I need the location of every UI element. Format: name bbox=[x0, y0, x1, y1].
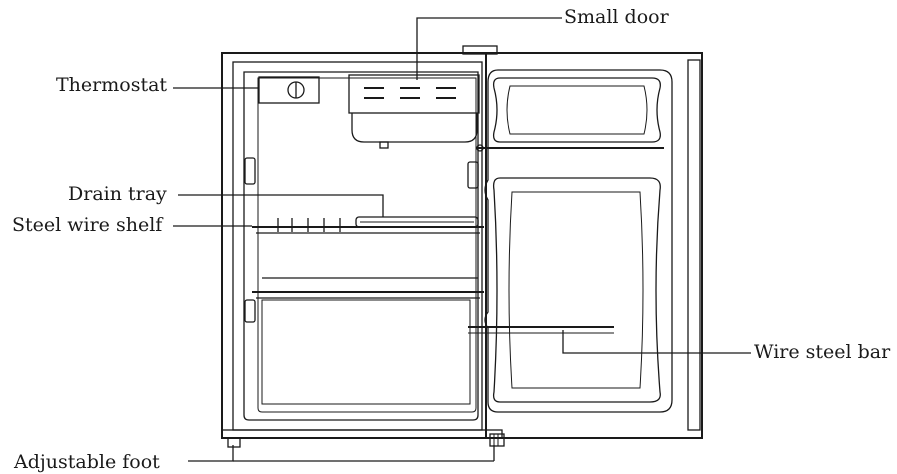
open-door bbox=[468, 52, 703, 439]
leader-lines bbox=[173, 17, 751, 462]
cabinet-body bbox=[221, 45, 503, 439]
wire-steel-bar-label: Wire steel bar bbox=[754, 341, 891, 363]
adjustable-foot bbox=[227, 433, 505, 448]
steel-wire-shelf-label: Steel wire shelf bbox=[12, 214, 164, 236]
steel-wire-shelf bbox=[252, 218, 484, 234]
thermostat bbox=[258, 76, 320, 104]
lower-wire-shelf bbox=[252, 277, 484, 299]
small-door bbox=[348, 74, 480, 149]
adjustable-foot-label: Adjustable foot bbox=[13, 451, 160, 473]
drain-tray bbox=[355, 216, 479, 228]
small-door-label: Small door bbox=[564, 6, 670, 28]
thermostat-label: Thermostat bbox=[56, 74, 167, 96]
crisper-drawer bbox=[261, 299, 471, 405]
drain-tray-label: Drain tray bbox=[68, 183, 167, 205]
